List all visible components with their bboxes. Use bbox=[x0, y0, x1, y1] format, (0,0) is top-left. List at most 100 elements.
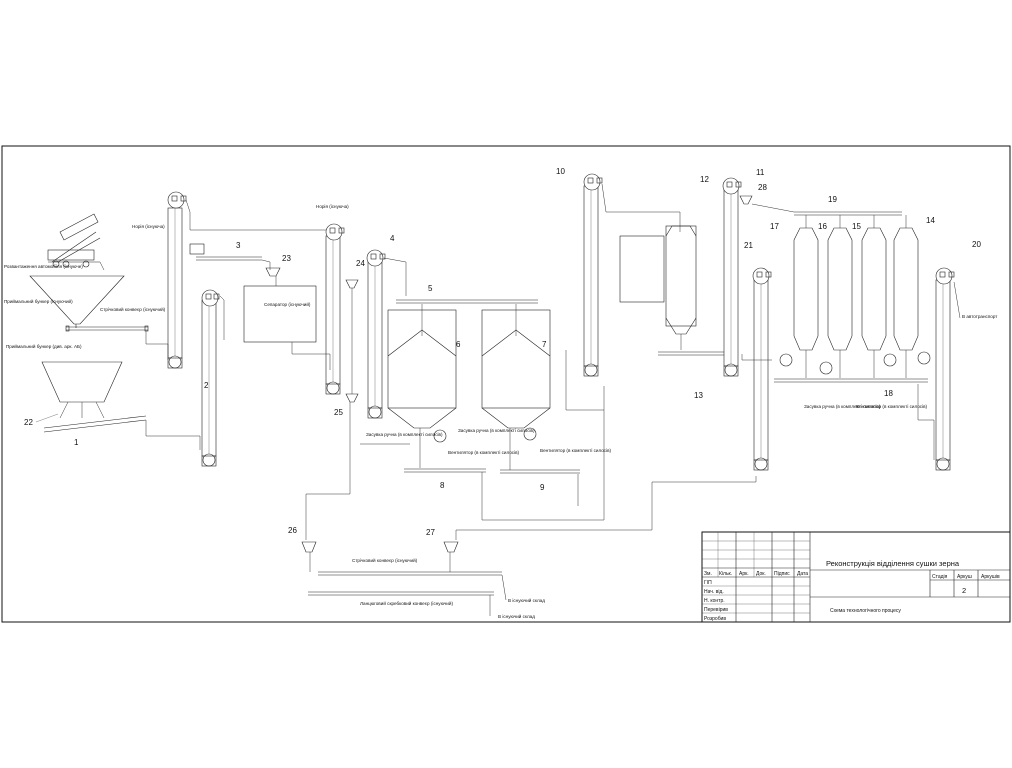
fan-left-icon bbox=[433, 429, 447, 443]
separator-box bbox=[243, 285, 317, 343]
noria-2-label: Норія (існуюча) bbox=[316, 204, 349, 209]
item-number-20: 20 bbox=[972, 240, 981, 249]
fan-right-4-icon bbox=[917, 351, 931, 365]
item-number-26: 26 bbox=[288, 526, 297, 535]
drawing-name: Схема технологічного процесу bbox=[830, 608, 901, 614]
distributor-25 bbox=[345, 393, 359, 403]
hopper-bottom-label: Приймальний бункер (див. арк. АБ) bbox=[6, 343, 82, 349]
elevator-noria-4 bbox=[366, 249, 386, 419]
belt-conveyor-1-label: Стрічковий конвеєр (існуючий) bbox=[100, 306, 166, 312]
belt-conveyor-2-label: Стрічковий конвеєр (існуючий) bbox=[352, 557, 418, 563]
elevator-noria-2 bbox=[201, 289, 220, 467]
item-number-17: 17 bbox=[770, 222, 779, 231]
conveyor-3 bbox=[196, 256, 262, 261]
distributor-23 bbox=[265, 267, 281, 277]
fan-right-2-icon bbox=[819, 361, 833, 375]
item-number-1: 1 bbox=[74, 438, 79, 447]
item-number-13: 13 bbox=[694, 391, 703, 400]
role-developed: Розробив bbox=[704, 616, 726, 622]
separator-label: Сепаратор (існуючий) bbox=[264, 301, 311, 307]
conveyor-18 bbox=[774, 378, 928, 383]
to-storage-1-label: В існуючий склад bbox=[508, 597, 545, 603]
sheets-label: Аркушів bbox=[981, 574, 1000, 580]
conveyor-13 bbox=[658, 351, 724, 356]
silo-15 bbox=[861, 227, 887, 351]
conveyor-9 bbox=[500, 469, 580, 474]
item-number-16: 16 bbox=[818, 222, 827, 231]
col-header-doc: Док. bbox=[756, 571, 766, 577]
noria-1-label: Норія (існуюча) bbox=[132, 224, 165, 229]
to-truck-label: В автотранспорт bbox=[962, 314, 998, 319]
elevator-noria-1 bbox=[167, 191, 187, 369]
project-title: Реконструкція відділення сушки зерна bbox=[826, 559, 960, 568]
item-number-3: 3 bbox=[236, 241, 241, 250]
conveyor-5 bbox=[396, 299, 538, 304]
hopper-top-label: Приймальний бункер (існуючий) bbox=[4, 298, 73, 304]
fan-mid-icon bbox=[523, 427, 537, 441]
item-number-23: 23 bbox=[282, 254, 291, 263]
conveyor-19 bbox=[794, 211, 902, 216]
item-number-25: 25 bbox=[334, 408, 343, 417]
item-number-2: 2 bbox=[204, 381, 209, 390]
fan-mid-label: Вентилятор (в комплекті силосів) bbox=[540, 448, 612, 453]
hopper-bottom bbox=[41, 361, 123, 403]
elevator-noria-11 bbox=[722, 177, 742, 377]
col-header-change: Зм. bbox=[704, 571, 712, 577]
item-number-21: 21 bbox=[744, 241, 753, 250]
role-checked: Перевірив bbox=[704, 607, 728, 613]
item-number-19: 19 bbox=[828, 195, 837, 204]
item-number-11: 11 bbox=[756, 168, 765, 177]
item-number-18: 18 bbox=[884, 389, 893, 398]
item-number-6: 6 bbox=[456, 340, 461, 349]
item-number-8: 8 bbox=[440, 481, 445, 490]
item-number-24: 24 bbox=[356, 259, 365, 268]
belt-conveyor-2 bbox=[318, 571, 502, 576]
item-number-15: 15 bbox=[852, 222, 861, 231]
fan-right-3-icon bbox=[883, 353, 897, 367]
elevator-noria-20 bbox=[935, 267, 955, 471]
role-norm-control: Н. контр. bbox=[704, 598, 725, 604]
distributor-24 bbox=[345, 279, 359, 289]
silo-7 bbox=[481, 304, 551, 429]
fan-right-label: Вентилятор (в комплекті силосів) bbox=[856, 404, 928, 409]
chain-conveyor-label: Ланцюговий скребковий конвеєр (існуючий) bbox=[360, 600, 453, 606]
sheet-value: 2 bbox=[962, 586, 966, 595]
distributor-27 bbox=[443, 541, 459, 553]
role-head: Нач. від. bbox=[704, 589, 724, 595]
item-number-10: 10 bbox=[556, 167, 565, 176]
truck-unloading-icon bbox=[47, 213, 105, 271]
col-header-qty: Кільк. bbox=[719, 571, 732, 577]
truck-label: Розвантаження автомобіля (існуюче) bbox=[4, 264, 83, 269]
distributor-28 bbox=[739, 195, 753, 205]
elevator-noria-10 bbox=[583, 173, 603, 377]
gate-manual-right-label: Засувка ручна (в комплекті силосів) bbox=[804, 404, 881, 409]
item-number-22: 22 bbox=[24, 418, 33, 427]
dryer-12 bbox=[619, 225, 697, 350]
item-number-27: 27 bbox=[426, 528, 435, 537]
elevator-noria-3 bbox=[325, 223, 345, 395]
fan-right-1-icon bbox=[779, 353, 793, 367]
role-gip: ГІП bbox=[704, 580, 712, 586]
item-number-7: 7 bbox=[542, 340, 547, 349]
col-header-signature: Підпис bbox=[774, 571, 790, 577]
item-number-4: 4 bbox=[390, 234, 395, 243]
distributor-26 bbox=[301, 541, 317, 553]
silo-6 bbox=[387, 304, 457, 429]
chain-scraper-conveyor bbox=[308, 591, 494, 596]
gate-manual-left-label: Засувка ручна (в комплекті силосів) bbox=[366, 432, 443, 437]
item-number-5: 5 bbox=[428, 284, 433, 293]
item-number-12: 12 bbox=[700, 175, 709, 184]
item-number-9: 9 bbox=[540, 483, 545, 492]
stage-label: Стадія bbox=[932, 574, 948, 580]
silo-16 bbox=[827, 227, 853, 351]
to-storage-2-label: В існуючий склад bbox=[498, 613, 535, 619]
elevator-noria-21 bbox=[752, 267, 772, 471]
gate-manual-mid-label: Засувка ручна (в комплекті силосів) bbox=[458, 428, 535, 433]
item-number-14: 14 bbox=[926, 216, 935, 225]
item-number-28: 28 bbox=[758, 183, 767, 192]
belt-conveyor-1 bbox=[65, 325, 149, 332]
col-header-sheet: Арк. bbox=[739, 571, 749, 577]
fan-left-label: Вентилятор (в комплекті силосів) bbox=[448, 450, 520, 455]
title-block bbox=[701, 531, 1011, 623]
sheet-label: Аркуш bbox=[957, 574, 972, 580]
